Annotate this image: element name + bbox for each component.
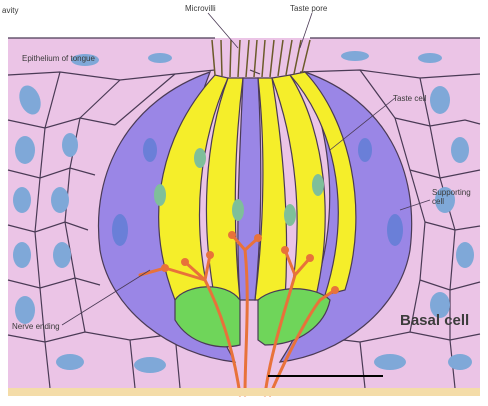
cavity-label: avity [2, 6, 18, 15]
taste-cell-label: Taste cell [393, 94, 426, 103]
microvilli-label: Microvilli [185, 4, 216, 13]
nerve-ending-label: Nerve ending [12, 322, 60, 331]
taste-pore-label: Taste pore [290, 4, 327, 13]
basal-cell-label: Basal cell [400, 312, 469, 329]
central-supporting-cell [238, 78, 261, 300]
supporting-cell-label: Supporting cell [432, 188, 476, 206]
connective-tissue [8, 388, 480, 396]
epithelium-label: Epithelium of tongue [22, 54, 95, 63]
